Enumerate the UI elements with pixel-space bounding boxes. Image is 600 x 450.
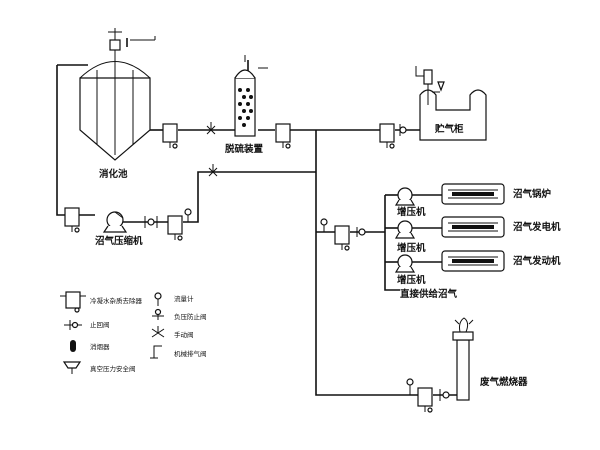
biogas-generator <box>441 216 505 238</box>
booster-1-label: 增压机 <box>397 206 426 218</box>
legend-negative-pressure-valve-label: 负压防止阀 <box>174 312 207 321</box>
gas-holder <box>415 66 487 141</box>
legend-mechanical-exhaust-valve-label: 机械排气阀 <box>174 349 207 358</box>
condensate-separator-2 <box>275 123 291 149</box>
legend-flow-meter-label: 流量计 <box>174 294 194 303</box>
digester-tank <box>79 28 156 161</box>
legend-check-valve-label: 止回阀 <box>90 320 110 329</box>
condensate-separator-4 <box>64 207 80 233</box>
legend-flow-meter-icon <box>154 292 162 306</box>
condensate-separator-7 <box>417 387 433 413</box>
biogas-engine-label: 沼气发动机 <box>513 255 561 267</box>
booster-2 <box>394 220 416 239</box>
desulfurizer-unit <box>234 55 268 137</box>
direct-supply-label: 直接供给沼气 <box>400 288 458 300</box>
flow-meter-boosters <box>320 218 328 232</box>
biogas-boiler <box>441 183 505 205</box>
manual-valve-compressor-line <box>208 164 218 177</box>
legend-condensate-separator-icon <box>60 291 86 313</box>
digester-label: 消化池 <box>99 168 128 180</box>
condensate-separator-5 <box>167 215 183 241</box>
legend-manual-valve-label: 手动阀 <box>174 330 194 339</box>
legend: 冷凝水杂质去除器 止回阀 消烟器 真空压力安全阀 流量计 <box>60 291 207 374</box>
biogas-engine <box>441 250 505 272</box>
check-valve-gasholder <box>399 124 407 136</box>
condensate-separator-1 <box>162 123 178 149</box>
legend-silencer-label: 消烟器 <box>90 342 110 351</box>
legend-safety-valve-icon <box>62 361 82 374</box>
booster-3-label: 增压机 <box>397 274 426 286</box>
waste-gas-burner-label: 废气燃烧器 <box>480 376 528 388</box>
biogas-compressor <box>102 211 128 233</box>
condensate-separator-3 <box>379 123 395 149</box>
waste-gas-burner <box>452 317 474 401</box>
legend-silencer-icon <box>70 340 76 352</box>
booster-3 <box>394 254 416 273</box>
condensate-separator-6 <box>334 225 350 251</box>
legend-safety-valve-label: 真空压力安全阀 <box>90 364 136 373</box>
booster-1 <box>394 187 416 206</box>
legend-condensate-separator-label: 冷凝水杂质去除器 <box>90 296 143 305</box>
check-valve-boosters <box>356 227 366 237</box>
gas-holder-label: 贮气柜 <box>434 123 464 135</box>
check-valve-compressor <box>144 216 158 228</box>
biogas-compressor-label: 沼气压缩机 <box>95 235 143 247</box>
manual-valve-desulfurizer <box>206 122 216 135</box>
flow-meter-burner <box>406 378 414 395</box>
legend-manual-valve-icon <box>151 326 165 338</box>
desulfurizer-label: 脱硫装置 <box>225 143 264 155</box>
legend-negative-pressure-valve-icon <box>152 308 164 320</box>
legend-mechanical-exhaust-valve-icon <box>150 345 162 359</box>
biogas-generator-label: 沼气发电机 <box>513 221 561 233</box>
legend-check-valve-icon <box>64 320 82 330</box>
biogas-boiler-label: 沼气锅炉 <box>513 188 552 200</box>
check-valve-burner <box>439 389 450 401</box>
flow-meter-compressor <box>184 208 192 222</box>
booster-2-label: 增压机 <box>397 242 426 254</box>
